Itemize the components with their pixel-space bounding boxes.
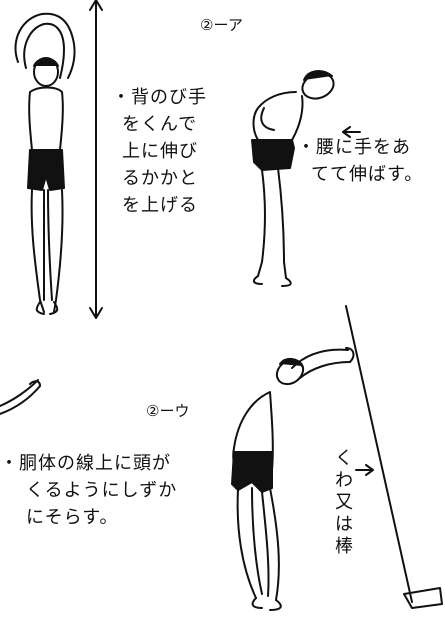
figure-label-u: ②ーウ [146,402,190,420]
pole-label-char: わ [335,470,353,491]
figure-backbend-pole [231,305,443,611]
caption-line: をくんで [122,114,198,135]
figure-standing-stretch [14,12,76,315]
pole-label-char: 又 [335,492,353,513]
caption-line: にそらす。 [26,507,119,528]
caption-line: ・背のび手 [112,87,207,108]
caption-line: ・胴体の線上に頭が [0,453,171,474]
pole-label-char: 棒 [335,536,353,557]
pole-label-char: く [335,448,353,469]
caption-line: くるようにしずか [26,480,178,501]
pole-label: く わ 又 は 棒 [334,448,354,558]
height-arrow [89,0,103,319]
pole-label-char: は [335,514,353,535]
pole-arrow [355,464,374,476]
caption-line: るかかと [122,168,198,189]
caption-line: ・腰に手をあ [297,137,411,158]
caption-line: 上に伸び [122,141,198,162]
caption-line: てて伸ばす。 [311,164,424,185]
caption-line: を上げる [122,195,198,216]
figure-label-a: ②ーア [200,16,243,34]
caption-waist: ・腰に手をあ てて伸ばす。 [297,134,423,188]
figure-hands-on-hips [251,70,335,287]
partial-figure-left [0,379,41,415]
caption-torso: ・胴体の線上に頭が くるようにしずか にそらす。 [0,450,177,531]
caption-stretch: ・背のび手 をくんで 上に伸び るかかと を上げる [112,84,207,219]
waist-arrow [342,126,361,138]
